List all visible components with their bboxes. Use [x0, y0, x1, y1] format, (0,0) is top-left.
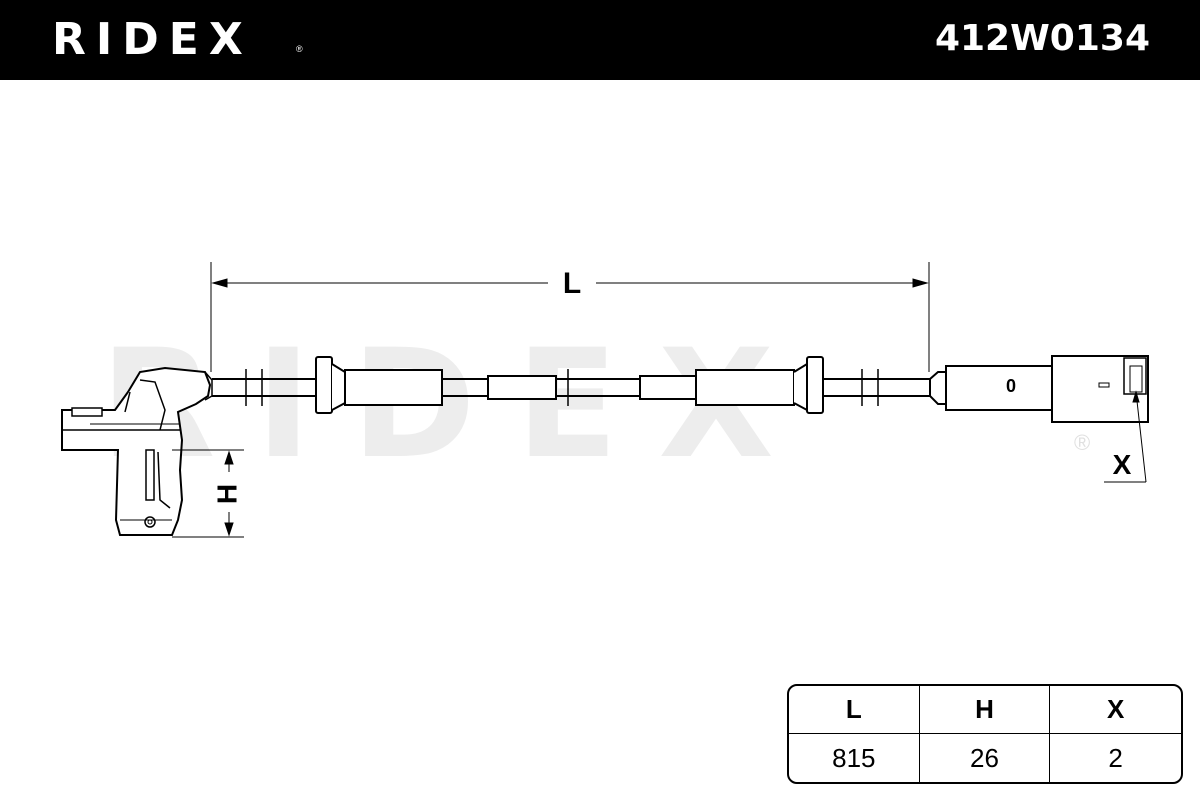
dimension-h-arrow-top	[224, 450, 234, 465]
spec-value-h: 26	[920, 734, 1051, 782]
dimension-x-arrow	[1132, 390, 1140, 403]
dimension-h-arrow-bottom	[224, 522, 234, 537]
connector	[929, 355, 1149, 423]
header-bar: RIDEX ® 412W0134	[0, 0, 1200, 80]
part-number: 412W0134	[934, 18, 1150, 59]
spec-value-x: 2	[1108, 742, 1123, 773]
brand-logo: RIDEX	[52, 14, 253, 65]
spec-header-l: L	[789, 686, 920, 734]
spec-header-x: X	[1050, 686, 1181, 734]
watermark-registered-mark: ®	[1074, 430, 1091, 455]
dimension-l-label: L	[563, 267, 581, 300]
dimension-h-label: H	[211, 484, 242, 504]
dimension-l-arrow-right	[912, 278, 929, 288]
sensor-head	[61, 366, 213, 536]
spec-value-l: 815	[789, 734, 920, 782]
spec-header-h: H	[919, 686, 1051, 734]
brand-registered-mark: ®	[296, 44, 303, 54]
spec-table: L H X 815 26 2	[787, 684, 1183, 784]
dimension-x-label: X	[1113, 449, 1132, 480]
cable	[212, 356, 930, 414]
dimension-l-arrow-left	[211, 278, 228, 288]
dimension-x-leader	[1135, 391, 1147, 483]
connector-marking: 0	[1006, 376, 1016, 396]
